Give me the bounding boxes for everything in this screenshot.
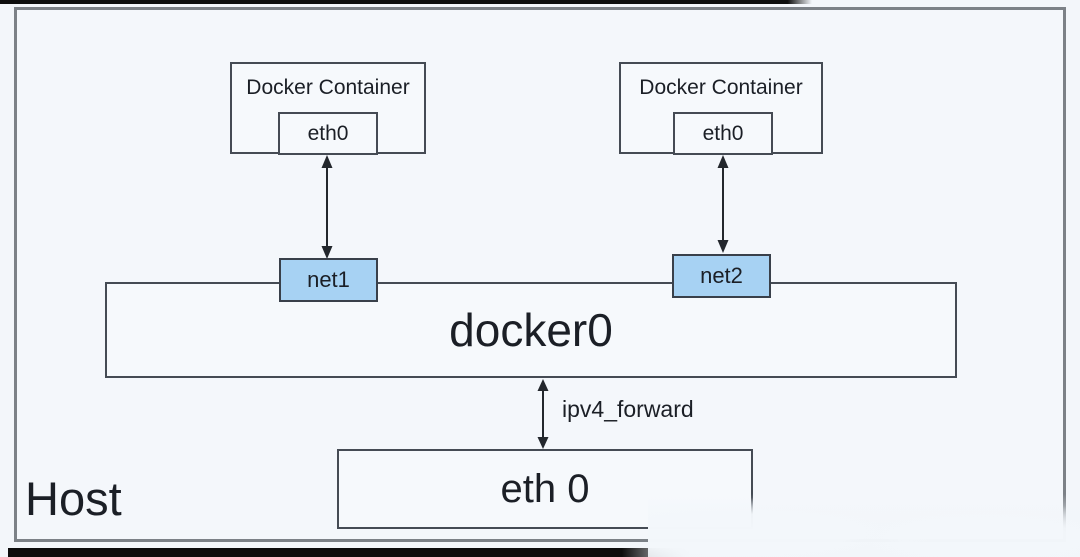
docker0-bridge-label: docker0 bbox=[449, 304, 613, 356]
veth-net1-box: net1 bbox=[279, 258, 378, 302]
container-2-eth0-label: eth0 bbox=[702, 121, 744, 145]
container-2-eth0-box: eth0 bbox=[673, 112, 773, 155]
veth-net1-label: net1 bbox=[307, 267, 350, 292]
container-1-eth0-label: eth0 bbox=[307, 121, 349, 145]
host-label: Host bbox=[25, 472, 122, 525]
ipv4-forward-arrow-icon bbox=[537, 379, 549, 449]
veth-net2-box: net2 bbox=[672, 254, 771, 298]
host-eth0-label: eth 0 bbox=[500, 466, 590, 511]
docker-container-1-title: Docker Container bbox=[246, 76, 410, 99]
ipv4-forward-label: ipv4_forward bbox=[562, 396, 694, 422]
veth-arrow-2-icon bbox=[717, 155, 729, 253]
watermark-smudge bbox=[648, 494, 1080, 557]
veth-net2-label: net2 bbox=[700, 263, 743, 288]
container-1-eth0-box: eth0 bbox=[278, 112, 378, 155]
docker-container-2-title: Docker Container bbox=[639, 76, 803, 99]
bottom-capture-strip bbox=[8, 548, 690, 557]
top-capture-strip bbox=[0, 0, 812, 4]
docker0-bridge-box: docker0 bbox=[105, 282, 957, 378]
veth-arrow-1-icon bbox=[321, 155, 333, 259]
